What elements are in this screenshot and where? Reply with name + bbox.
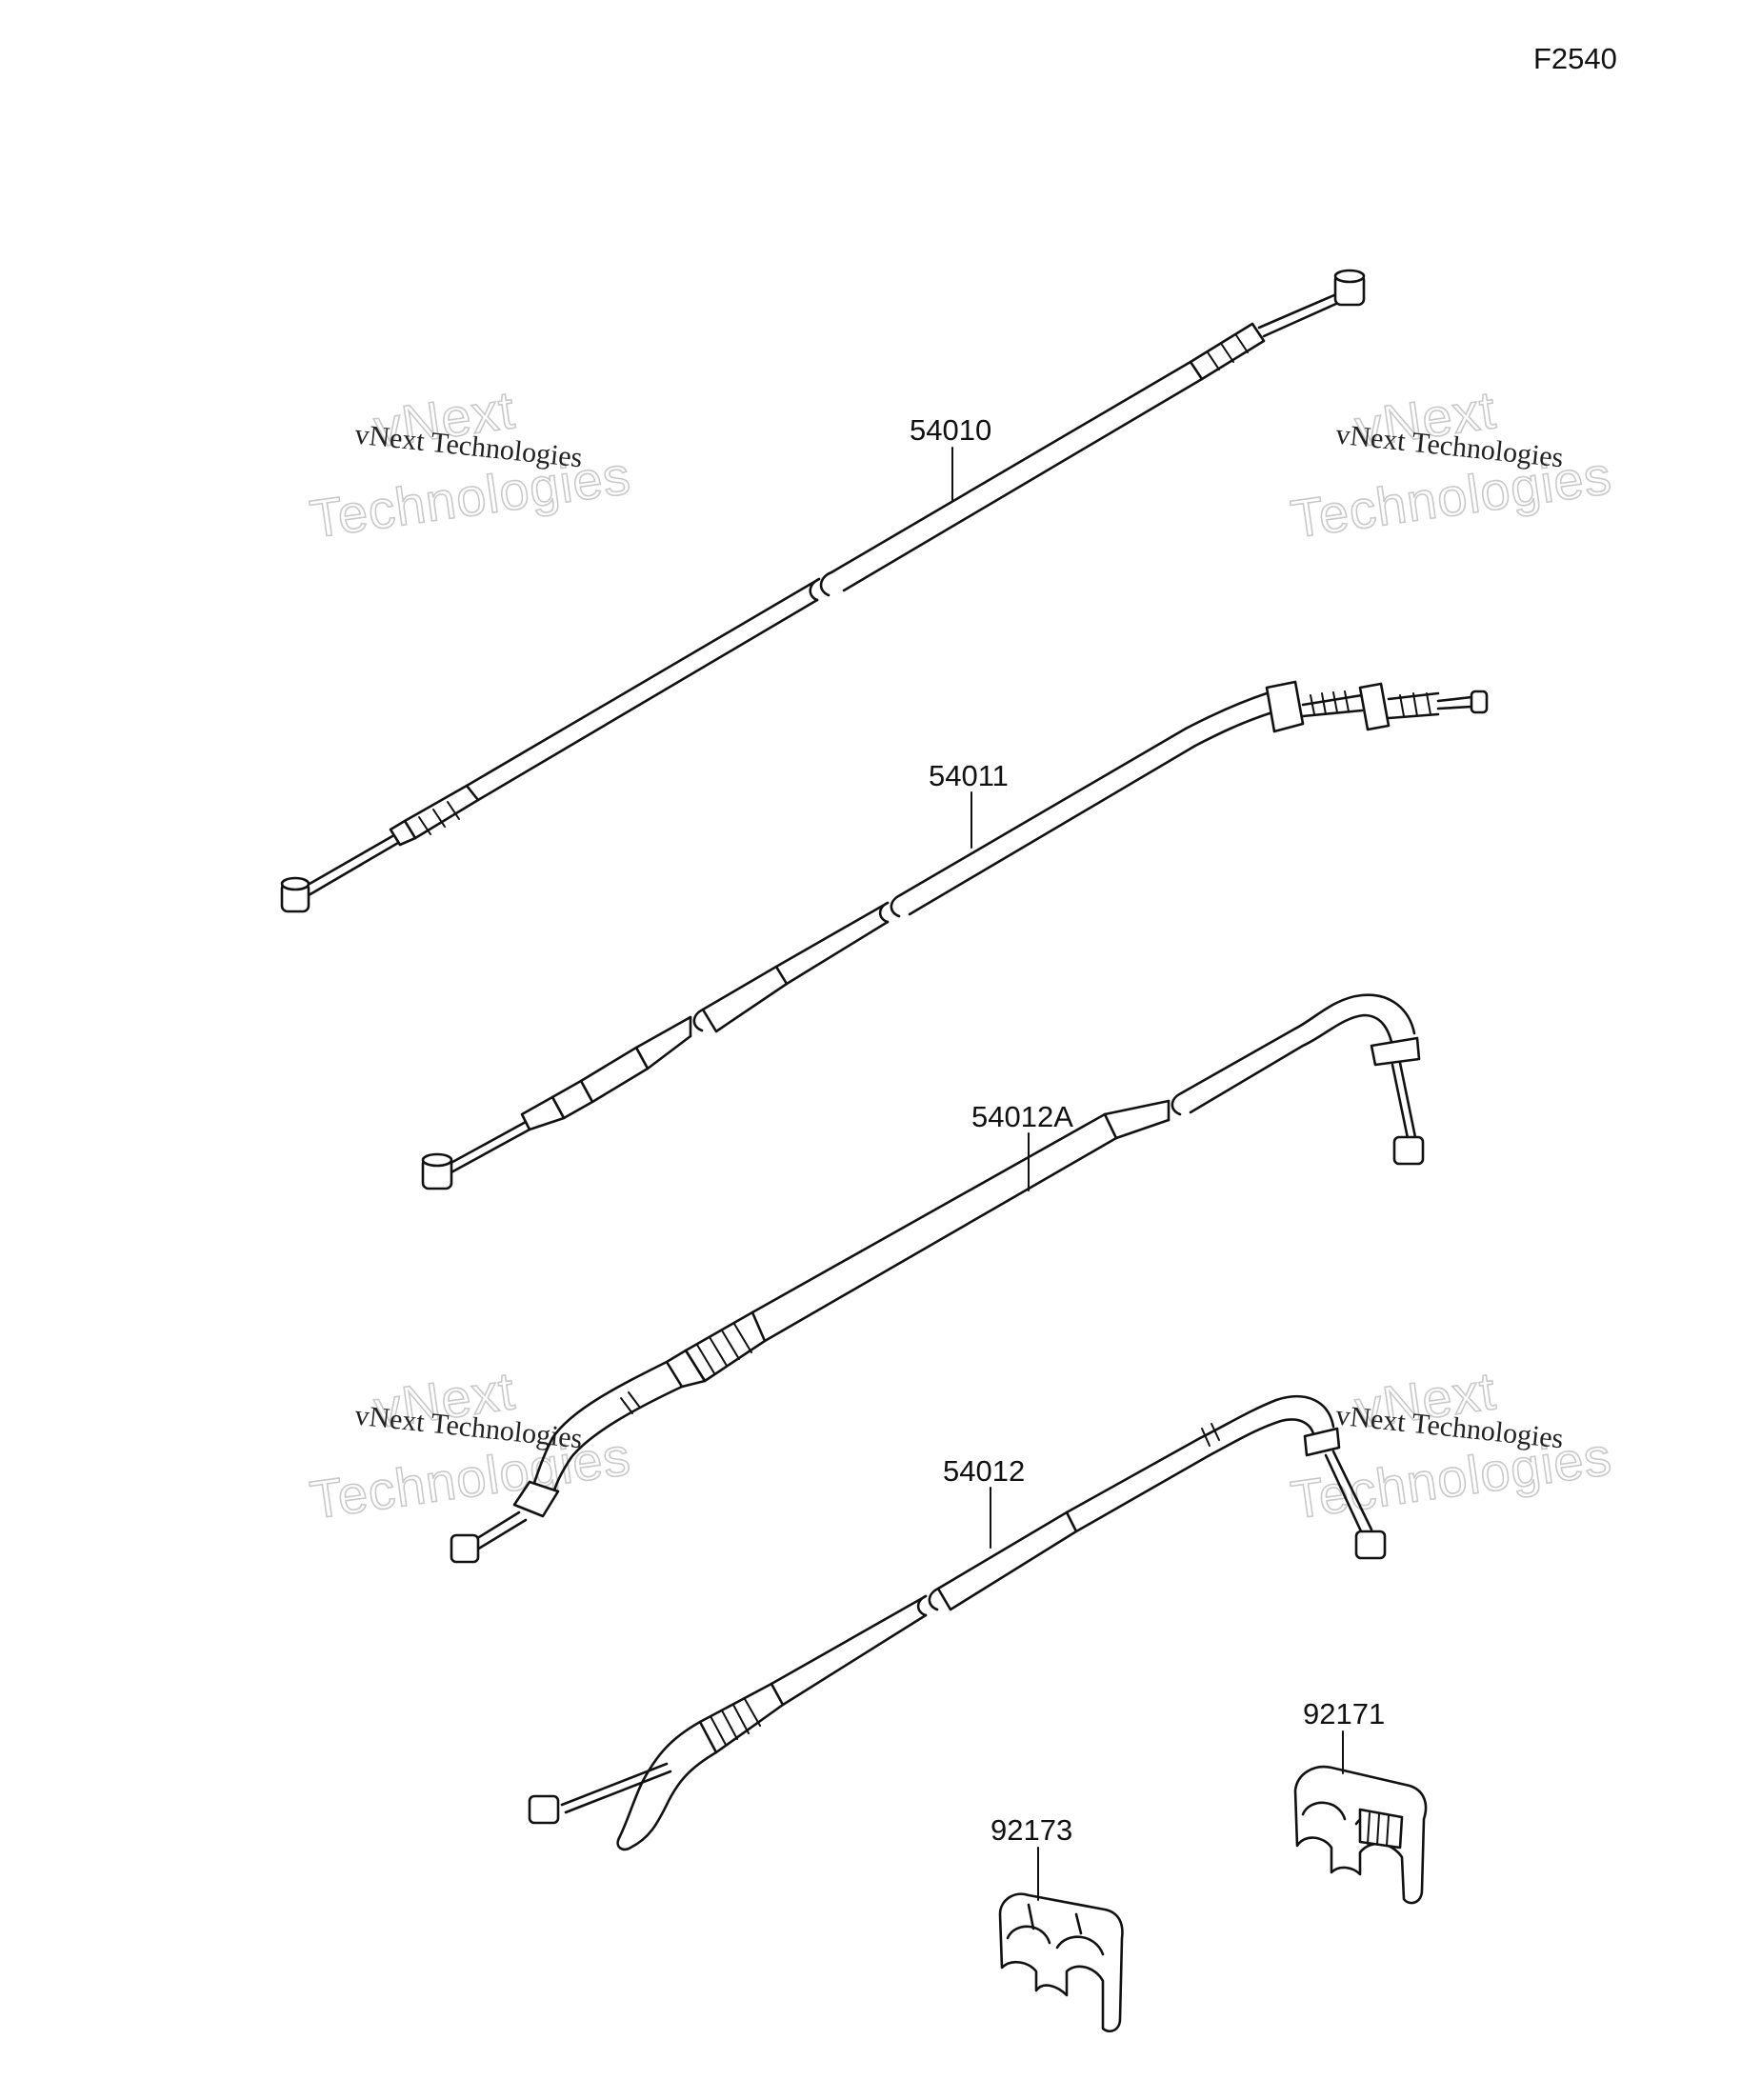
cable-54011[interactable]: 54011 bbox=[421, 680, 1489, 1190]
part-label-92173: 92173 bbox=[991, 1813, 1072, 1847]
figure-code: F2540 bbox=[1533, 42, 1617, 75]
part-label-92171: 92171 bbox=[1303, 1697, 1385, 1730]
cable-54012[interactable]: 54012 bbox=[528, 1395, 1387, 1851]
part-label-54011: 54011 bbox=[929, 759, 1009, 792]
part-label-54012A: 54012A bbox=[971, 1100, 1073, 1133]
cable-54012A[interactable]: 54012A bbox=[450, 993, 1425, 1564]
part-label-54012: 54012 bbox=[943, 1454, 1025, 1488]
clamp-92171[interactable]: 92171 bbox=[1293, 1697, 1428, 1905]
part-label-54010: 54010 bbox=[910, 413, 991, 447]
clamp-92173[interactable]: 92173 bbox=[991, 1813, 1124, 2032]
cable-54010[interactable]: 54010 bbox=[280, 269, 1366, 913]
